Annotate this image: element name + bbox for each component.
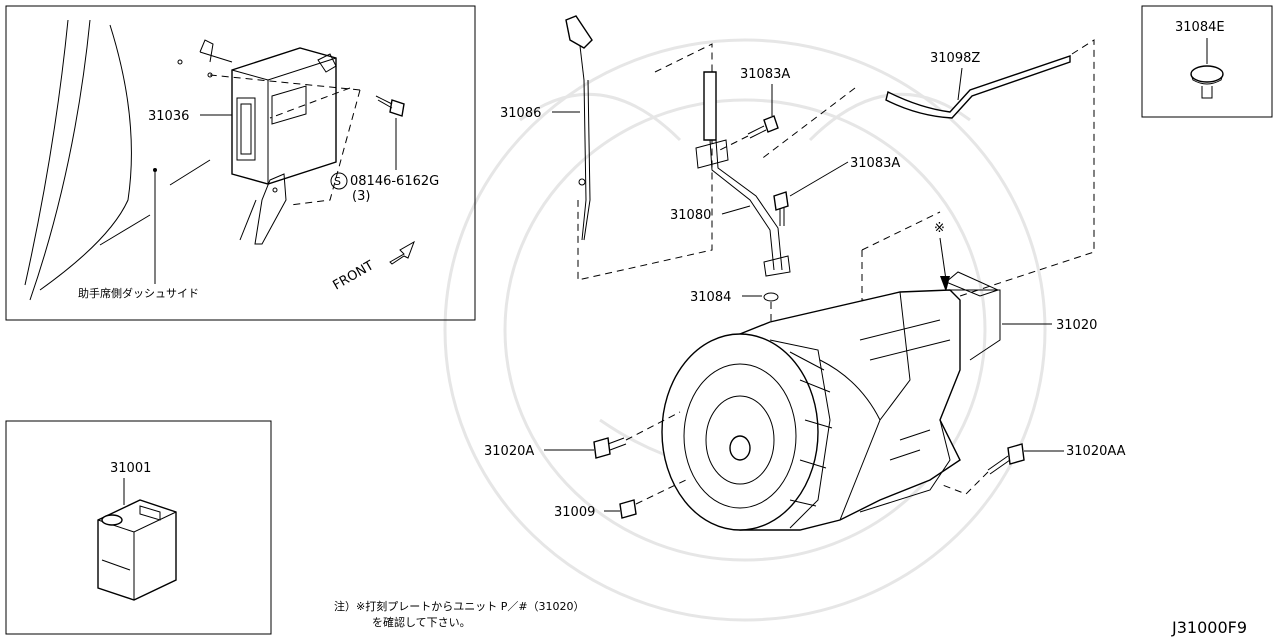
o-ring-drawing: [763, 292, 779, 302]
inset-control-unit: 31036 S 08146-6162G (3) FRONT 助手席側ダッシュサイ…: [5, 5, 476, 321]
bolt-31083a-lower-drawing: [773, 191, 789, 226]
inset-31001: 31001: [5, 420, 272, 635]
label-31083a-upper: 31083A: [740, 67, 790, 82]
dipstick-drawing: [565, 15, 593, 241]
bolt-symbol-circle: [330, 172, 348, 190]
label-31084e: 31084E: [1175, 20, 1225, 35]
note-mark: ※: [934, 221, 945, 236]
label-bolt-quantity: (3): [352, 189, 370, 204]
bolt-31009-drawing: [619, 499, 637, 519]
bolt-31083a-upper-drawing: [747, 115, 779, 139]
fluid-can-drawing: [97, 499, 177, 601]
label-31020aa: 31020AA: [1066, 444, 1126, 459]
bolt-drawing: [375, 95, 405, 117]
label-31036: 31036: [148, 109, 189, 124]
transmission-body-drawing: [661, 271, 1001, 531]
control-unit-drawing: [177, 39, 337, 245]
note-arrow-icon: [940, 276, 950, 292]
breather-hose-drawing: [885, 55, 1071, 119]
label-31001: 31001: [110, 461, 151, 476]
diagram-code: J31000F9: [1171, 618, 1247, 637]
label-31086: 31086: [500, 106, 541, 121]
reference-dot: [153, 168, 157, 172]
bolt-31084e-drawing: [1190, 65, 1224, 99]
inset-31084e: 31084E: [1141, 5, 1273, 118]
label-31080: 31080: [670, 208, 711, 223]
transmission-assembly: 31086 31080 31083A 31083A: [484, 15, 1126, 531]
bolt-symbol-s: S: [334, 175, 341, 188]
label-08146-6162g: 08146-6162G: [350, 174, 439, 189]
label-31083a-lower: 31083A: [850, 156, 900, 171]
bolt-31020a-drawing: [593, 437, 627, 459]
label-31009: 31009: [554, 505, 595, 520]
front-label: FRONT: [331, 258, 377, 293]
front-arrow-icon: [389, 240, 415, 265]
note-line-1: 注）※打刻プレートからユニット P／#（31020）: [334, 599, 585, 613]
bolt-31020aa-drawing: [987, 443, 1025, 475]
note-line-2: を確認して下さい。: [372, 615, 471, 629]
dash-side-label: 助手席側ダッシュサイド: [78, 286, 199, 300]
label-31098z: 31098Z: [930, 51, 980, 66]
label-31020a: 31020A: [484, 444, 534, 459]
filler-tube-drawing: [695, 71, 791, 277]
label-31084: 31084: [690, 290, 731, 305]
label-31020: 31020: [1056, 318, 1097, 333]
